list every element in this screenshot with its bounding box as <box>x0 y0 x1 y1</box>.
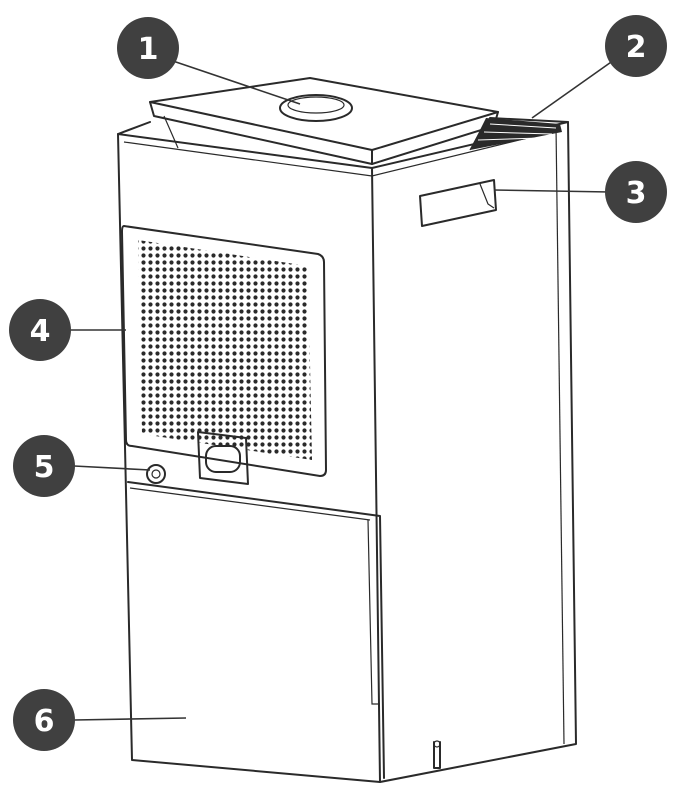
leader-3 <box>493 189 611 193</box>
leader-2 <box>531 59 615 119</box>
air-inlet-grille <box>121 225 327 485</box>
leader-5 <box>73 465 151 471</box>
callout-badge-2: 2 <box>605 15 667 77</box>
top-rim <box>117 117 569 135</box>
leader-1 <box>169 59 301 105</box>
callout-badges: 1 2 3 4 5 6 <box>9 15 667 751</box>
callout-label-4: 4 <box>30 314 51 349</box>
side-handle <box>419 179 497 227</box>
leader-6 <box>73 717 187 721</box>
callout-label-1: 1 <box>138 32 159 67</box>
callout-badge-5: 5 <box>13 435 75 497</box>
control-knob <box>279 94 353 122</box>
dehumidifier-unit <box>117 77 577 783</box>
callout-badge-6: 6 <box>13 689 75 751</box>
air-outlet <box>470 118 562 150</box>
callout-badge-4: 4 <box>9 299 71 361</box>
callout-label-6: 6 <box>34 704 55 739</box>
leader-lines <box>70 59 615 721</box>
callout-label-5: 5 <box>34 450 55 485</box>
callout-badge-3: 3 <box>605 161 667 223</box>
callout-label-3: 3 <box>626 176 647 211</box>
callout-badge-1: 1 <box>117 17 179 79</box>
callout-label-2: 2 <box>626 30 647 65</box>
right-side-panel <box>371 121 577 783</box>
drain-outlet <box>146 464 166 484</box>
water-tank <box>127 481 441 779</box>
